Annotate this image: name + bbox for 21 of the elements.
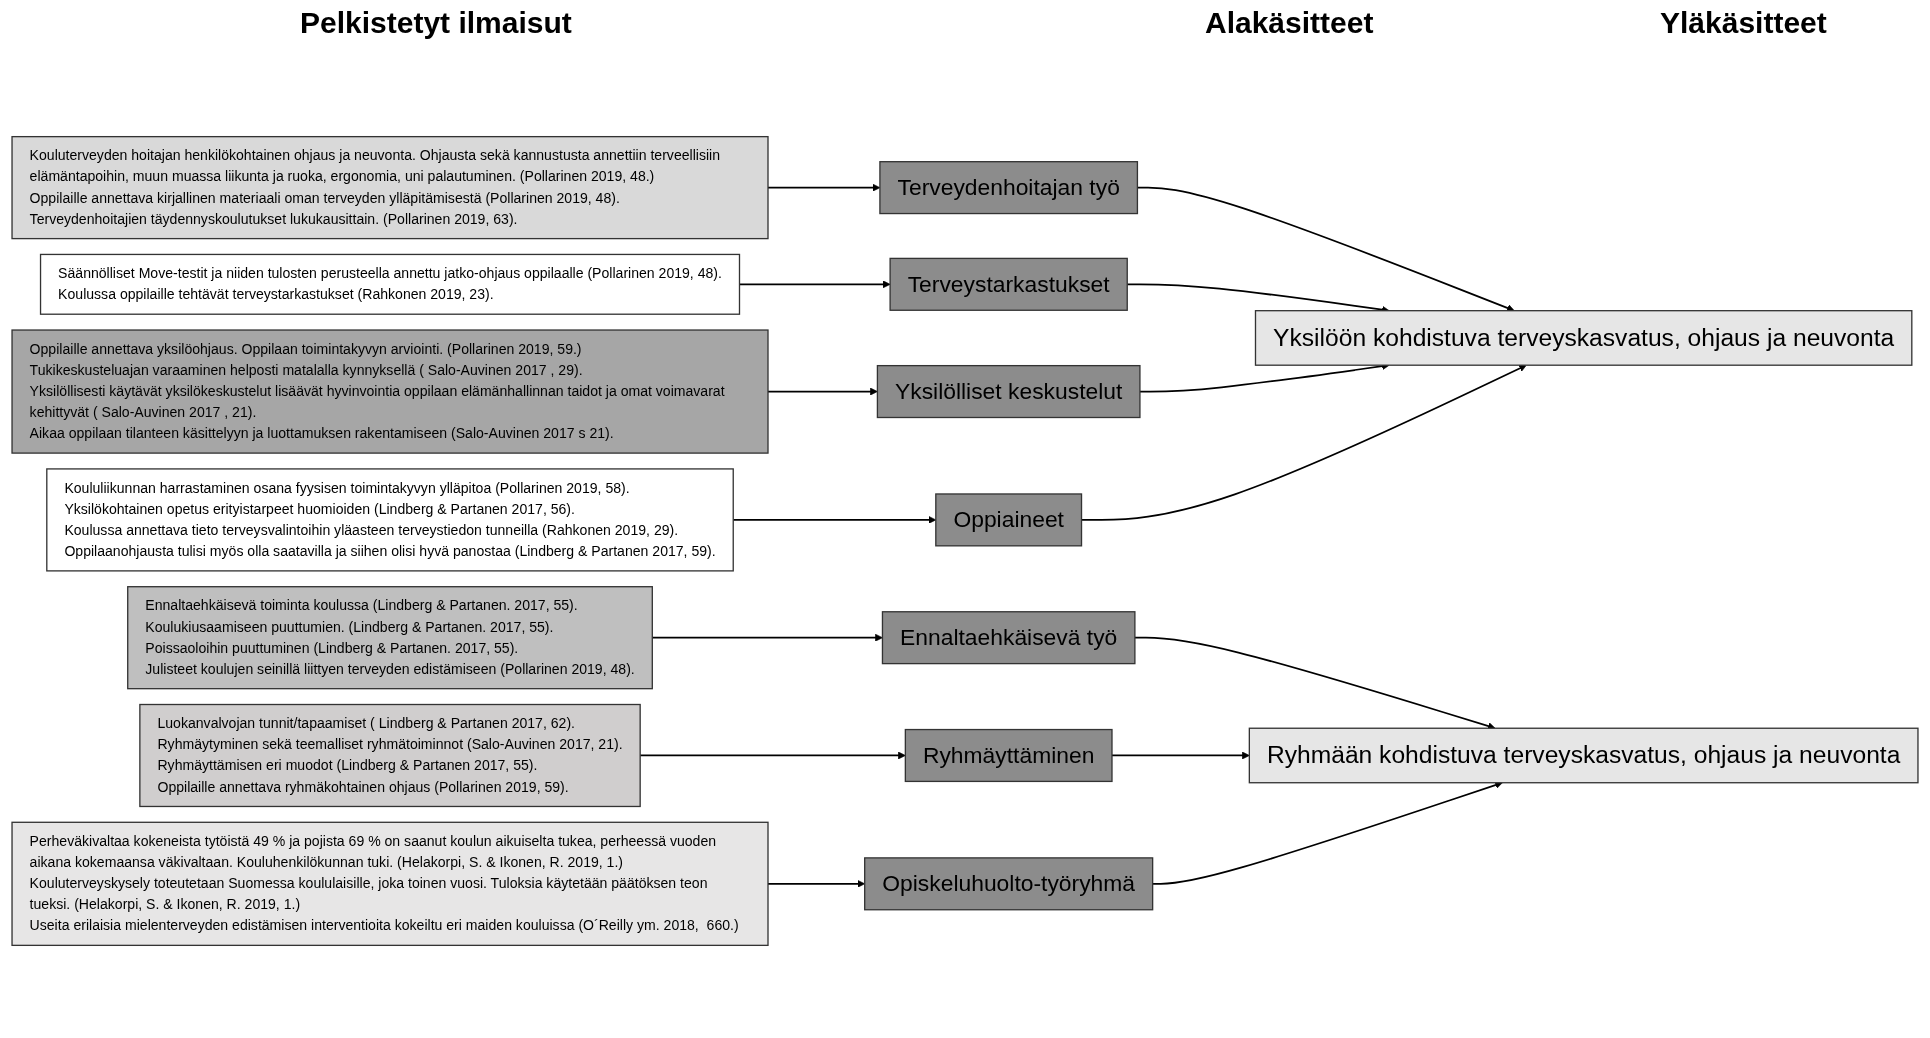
column-heading: Alakäsitteet [1205,6,1374,40]
node-box: Ennaltaehkäisevä toiminta koulussa (Lindberg & Partanen. 2017, 55). Koulukiusaamiseen puuttumien. (Lindberg & Partanen. 2017, 55). Poissaoloihin puuttuminen (Lindberg & Partanen. 2017, 55). Julisteet koulujen seinillä liittyen terveyden edistämiseen (Pollarinen 2019, 48). [127,586,653,690]
node-box: Koululiikunnan harrastaminen osana fyysisen toimintakyvyn ylläpitoa (Pollarinen 2019, 58). Yksilökohtainen opetus erityistarpeet huomioiden (Lindberg & Partanen 2017, 56). Koulussa annettava tieto terveysvalintoihin yläasteen terveystiedon tunneilla (Rahkonen 2019, 29). Oppilaanohjausta tulisi myös olla saatavilla ja siihen olisi hyvä panostaa (Lindberg & Partanen 2017, 59). [46,468,734,572]
node-box: Opiskeluhuolto-työryhmä [864,857,1154,911]
node-box: Yksilölliset keskustelut [876,364,1141,419]
node-box: Oppiaineet [935,493,1083,547]
node-box: Säännölliset Move-testit ja niiden tulosten perusteella annettu jatko-ohjaus oppilaalle (Pollarinen 2019, 48). Koulussa oppilaille tehtävät terveystarkastukset (Rahkonen 2019, 23). [39,253,741,315]
node-box: Luokanvalvojan tunnit/tapaamiset ( Lindberg & Partanen 2017, 62). Ryhmäytyminen sekä teemalliset ryhmätoiminnot (Salo-Auvinen 2017, 21). Ryhmäyttämisen eri muodot (Lindberg & Partanen 2017, 55). Oppilaille annettava ryhmäkohtainen ohjaus (Pollarinen 2019, 59). [139,703,641,808]
arrow [1111,751,1250,760]
node-box: Terveystarkastukset [889,257,1128,311]
node-box: Ennaltaehkäisevä työ [881,611,1136,665]
column-heading: Yläkäsitteet [1660,6,1827,40]
column-heading: Pelkistetyt ilmaisut [300,6,572,40]
node-box: Oppilaille annettava yksilöohjaus. Oppilaan toimintakyvyn arviointi. (Pollarinen 2019, 59.) Tukikeskusteluajan varaaminen helposti matalalla kynnyksellä ( Salo-Auvinen 2017 , 29). Yksilöllisesti käytävät yksilökeskustelut lisäävät hyvinvointia oppilaan elämänhallinnan taidot ja omat voimavarat kehittyvät ( Salo-Auvinen 2017 , 21). Aikaa oppilaan tilanteen käsittelyyn ja luottamuksen rakentamiseen (Salo-Auvinen 2017 s 21). [11,329,769,454]
arrow [1134,636,1496,730]
node-box: Ryhmäyttäminen [904,728,1113,783]
node-box: Kouluterveyden hoitajan henkilökohtainen ohjaus ja neuvonta. Ohjausta sekä kannustusta annettiin terveellisiin elämäntapoihin, muun muassa liikunta ja ruoka, ergonomia, uni palautuminen. (Pollarinen 2019, 48.) Oppilaille annettava kirjallinen materiaali oman terveyden ylläpitämisestä (Pollarinen 2019, 48). Terveydenhoitajien täydennyskoulutukset lukukausittain. (Pollarinen 2019, 63). [11,136,769,240]
node-box: Yksilöön kohdistuva terveyskasvatus, ohjaus ja neuvonta [1254,310,1913,366]
node-box: Terveydenhoitajan työ [879,161,1139,215]
node-box: Ryhmään kohdistuva terveyskasvatus, ohjaus ja neuvonta [1248,727,1919,784]
node-box: Perheväkivaltaa kokeneista tytöistä 49 % ja pojista 69 % on saanut koulun aikuiselta tukea, perheessä vuoden aikana kokemaansa väkivaltaan. Kouluhenkilökunnan tuki. (Helakorpi, S. & Ikonen, R. 2019, 1.) Kouluterveyskysely toteutetaan Suomessa koululaisille, joka toinen vuosi. Tuloksia käytetään päätöksen teon tueksi. (Helakorpi, S. & Ikonen, R. 2019, 1.) Useita erilaisia mielenterveyden edistämisen interventioita kokeiltu eri maiden kouluissa (O´Reilly ym. 2018, 660.) [11,821,769,946]
